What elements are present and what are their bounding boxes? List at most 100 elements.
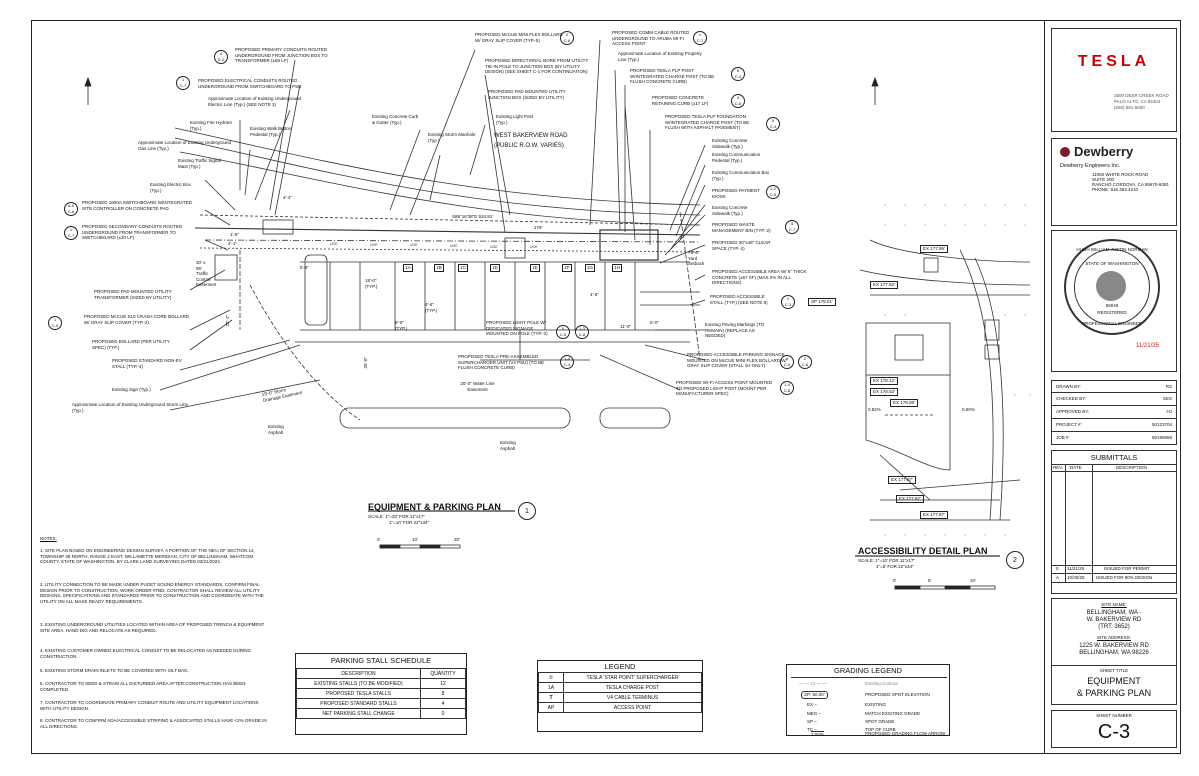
callout: PROPOSED PRIMARY CONDUITS ROUTED UNDERGR… [235,47,328,63]
grading-symbol: SP – [807,719,817,724]
road-name: WEST BAKERVIEW ROAD [494,133,568,139]
site-name: BELLINGHAM, WA - [1086,610,1142,616]
info-row: CHECKED BY: SES [1051,393,1177,406]
submittal-header: DATE [1070,465,1082,470]
detail-title: ACCESSIBILITY DETAIL PLAN [858,546,988,556]
stall-label: 1C [458,264,468,272]
submittal-rev: A [1056,575,1060,580]
grading-label: Existing Contour [865,681,899,686]
elevation-tag: EX 177.87' [920,511,948,519]
callout: Existing Communication Box (Typ.) [712,170,770,181]
schedule-cell: PROPOSED TESLA STALLS [296,688,421,699]
firm-address: PHONE: 916.363.4210 [1092,187,1139,192]
callout: PROPOSED 30"x48" CLEAR SPACE (TYP.-2) [712,240,771,251]
callout: PROPOSED ACCESSIBLE AREA W/ 6" THICK CON… [712,269,807,285]
dimension: 4'-4" [283,195,292,200]
dimension: 4'-6" [590,292,599,297]
note-item: 8. CONTRACTOR TO CONFIRM ADA/ACCESSIBLE … [40,718,267,729]
elevation-tag: EX 177.95' [920,245,948,253]
callout: PROPOSED PAD MOUNTED UTILITY TRANSFORMER… [94,289,172,300]
info-row: PROJECT #: 50123704 [1051,419,1177,432]
tesla-logo: TESLA [1077,53,1151,70]
client-logo-panel: TESLA 3500 DEER CREEK ROAD PALO ALTO, CA… [1051,28,1177,132]
grading-label: PROPOSED SPOT ELEVATION [865,692,930,697]
sheet-title-panel: SHEET TITLE EQUIPMENT & PARKING PLAN [1051,665,1177,705]
grading-label: SPOT GRADE [865,719,895,724]
submittal-date: 11/21/25 [1067,566,1085,571]
callout: PROPOSED ELECTRICAL CONDUITS ROUTED UNDE… [198,78,302,89]
stall-label: 1B [434,264,444,272]
site-address: BELLINGHAM, WA 98226 [1079,650,1149,656]
dimension: 25'-0" [362,357,368,369]
schedule-table: DESCRIPTION QUANTITY EXISTING STALLS (TO… [296,668,466,719]
bearing-label: S89°16'38"E 534.81' [452,214,494,219]
grading-symbol: MEG – [807,711,822,716]
svg-text:UGE: UGE [490,245,498,249]
firm-address: RANCHO CORDOVA, CA 95670-6081 [1092,182,1169,187]
scale-bar-label: 10' [412,537,418,542]
schedule-cell: PROPOSED STANDARD STALLS [296,698,421,709]
dimension: 11'-0" [620,324,632,329]
dimension: 75'-0" Yard Setback [688,250,705,266]
road-note: (PUBLIC R.O.W. VARIES) [494,143,564,149]
note-item: 4. EXISTING CUSTOMER OWNED ELECTRICAL CO… [40,648,251,659]
submittal-description: ISSUED FOR 90% DESIGN [1096,575,1153,580]
legend-title: LEGEND [604,662,636,671]
drawing-sheet-border [31,20,1181,754]
dimension: 22'-1" [224,315,230,327]
grading-label: MATCH EXISTING GRADE [865,711,921,716]
info-value: 50123704 [1151,422,1172,427]
callout: Approximate Location of Existing Undergr… [208,96,302,107]
submittal-rev: 0 [1056,566,1059,571]
dimension: 1'-9" [230,232,239,237]
sheet-title: & PARKING PLAN [1076,688,1152,698]
callout: PROPOSED ACCESSIBLE STALL (TYP.) (SEE NO… [710,294,768,305]
grading-flow-arrow: 2.00% [811,731,824,737]
scale-bar-label: 10' [970,578,976,583]
schedule-header: DESCRIPTION [296,668,421,679]
submittal-description: ISSUED FOR PERMIT [1104,566,1150,571]
dimension: 5'-6" [300,265,309,270]
callout: PROPOSED WASTE MANAGEMENT BIN (TYP.-2) [712,222,771,233]
legend-symbol: T [538,692,564,703]
stall-label: 1A [403,264,413,272]
note-item: 6. CONTRACTOR TO SEED & STRAW ALL DISTUR… [40,681,246,692]
info-row: DRAWN BY: RS [1051,380,1177,393]
elevation-tag: SP 178.01' [808,298,836,306]
legend-symbol: 1A [538,682,564,693]
seal-text: PROFESSIONAL ENGINEER [1082,321,1142,326]
info-value: RS [1165,384,1172,389]
dimension: 178' [534,225,543,230]
schedule-cell: NET PARKING STALL CHANGE [296,708,421,719]
dimension: 4'-6" (TYP.) [425,302,438,313]
callout: PROPOSED BOLLARD (PER UTILITY SPEC) (TYP… [92,339,170,350]
grading-legend: GRADING LEGEND — — 12 — — Existing Conto… [786,664,950,737]
callout: Approximate Location of Existing Propert… [618,51,702,62]
callout: Existing Communication Pedestal (Typ.) [712,152,761,163]
firm-address: SUITE 200 [1092,177,1115,182]
callout: PROPOSED McCUE S10 CRASH CORE BOLLARD W/… [84,314,190,325]
sheet-title: EQUIPMENT [1087,676,1141,686]
scale-bar-label: 20' [454,537,460,542]
callout: Existing Concrete Curb & Gutter (Typ.) [372,114,419,125]
info-value: HJ [1166,409,1173,414]
grading-symbol: — — 12 — — [799,681,828,686]
callout: Existing Sign (Typ.) [112,387,151,392]
callout: PROPOSED TESLA PRE-ASSEMBLED SUPERCHARGE… [458,354,545,370]
info-row: JOB #: 50190669 [1051,432,1177,445]
grade-label: 0.82% [868,407,881,412]
detail-scale-alt: 1"=5' FOR 22"x34" [876,564,914,569]
stall-label: 1G [585,264,595,272]
